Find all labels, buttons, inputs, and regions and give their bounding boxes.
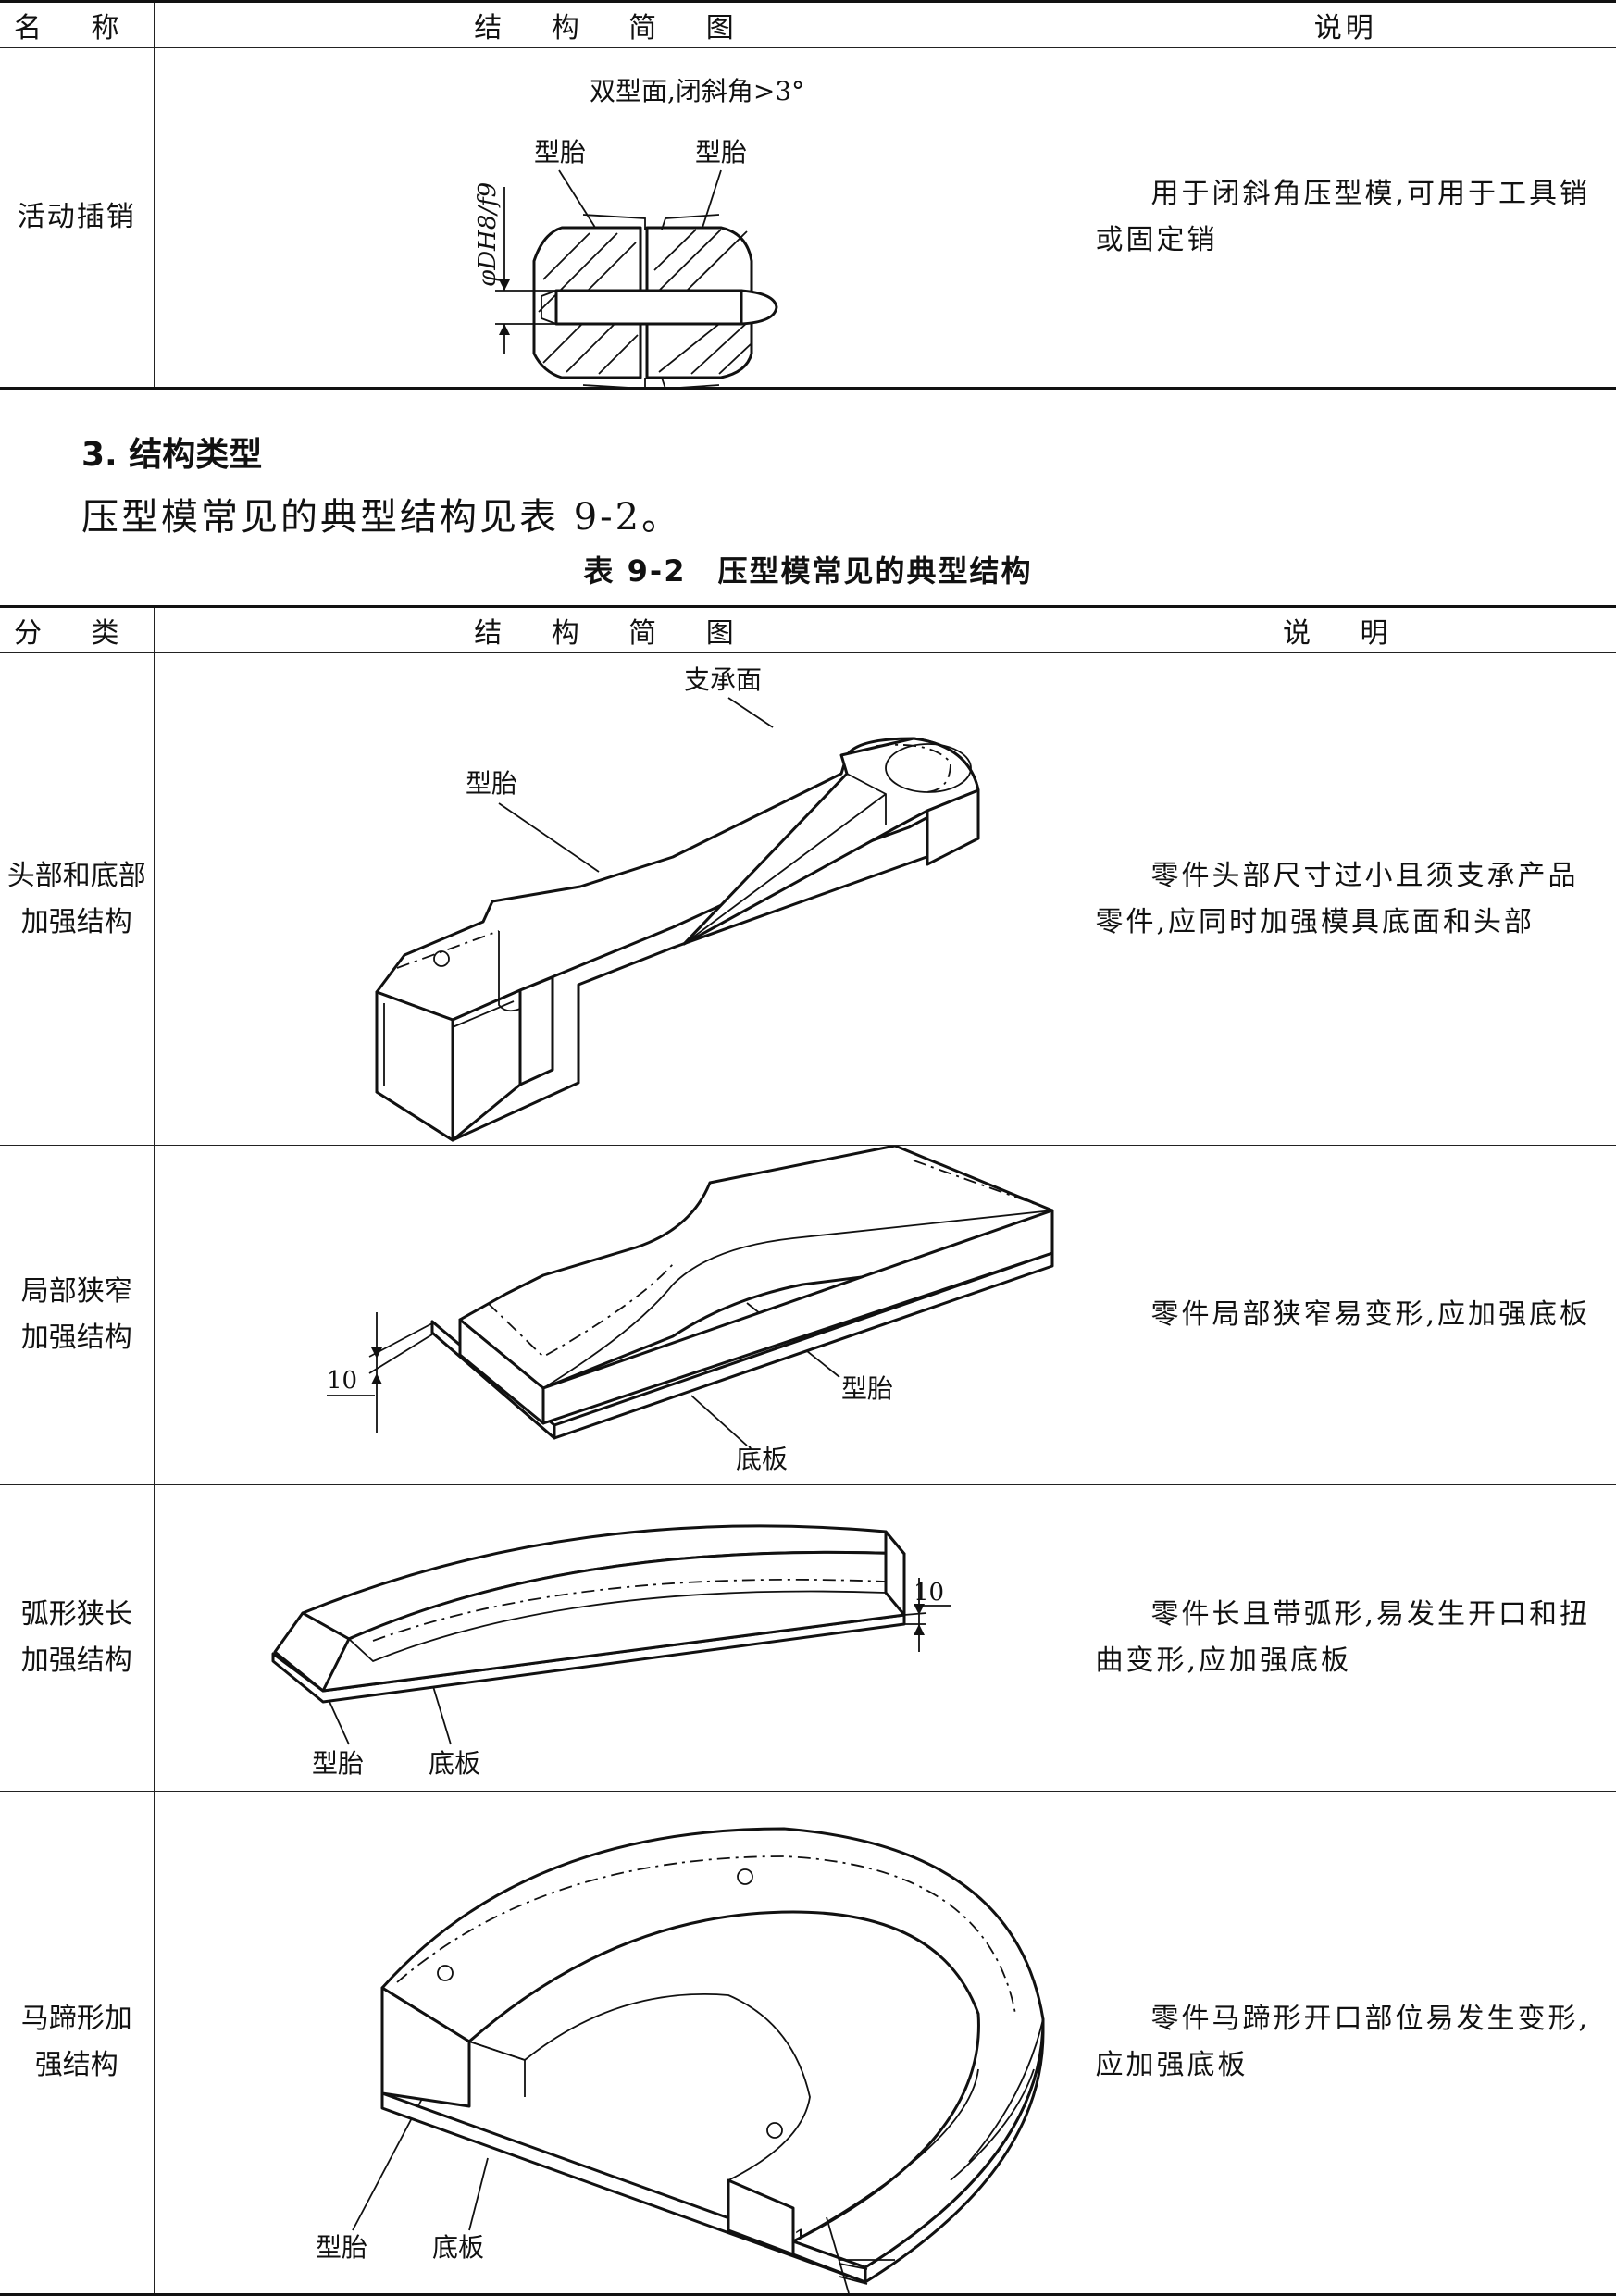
table-1-header: 名 称 结 构 简 图 说明 [0,1,1616,48]
label-mold-die: 型胎 [841,1373,893,1404]
figure-title: 双型面,闭斜角>3° [590,76,804,106]
header-description: 说明 [1074,1,1616,48]
figure-cell: 型胎 底板 10 [153,1791,1075,2295]
table-row: 局部狭窄 加强结构 10 型胎 底板 [0,1145,1616,1485]
table-2-caption: 表 9-2 压型模常见的典型结构 [583,553,1033,589]
header-name: 名 称 [0,1,155,48]
label-mold-die: 型胎 [316,2232,367,2263]
header-figure: 结 构 简 图 [153,606,1075,653]
row-name: 活动插销 [0,47,155,389]
table-row: 弧形狭长 加强结构 10 型胎 底板 [0,1484,1616,1792]
movable-pin-drawing: 双型面,闭斜角>3° 型胎 型胎 [474,76,804,387]
figure-cell: 支承面 型胎 [153,652,1075,1146]
figure-cell: 双型面,闭斜角>3° 型胎 型胎 [153,47,1075,389]
label-base-plate: 底板 [429,1748,480,1779]
table-row: 活动插销 双型面,闭斜角>3° 型胎 型胎 [0,47,1616,389]
dimension-label: φDH8/f9 [474,182,502,287]
section-heading: 3. 结构类型 [81,436,263,474]
row-name: 局部狭窄 加强结构 [0,1145,155,1485]
row-name: 弧形狭长 加强结构 [0,1484,155,1792]
row-name: 马蹄形加 强结构 [0,1791,155,2295]
table-1: 名 称 结 构 简 图 说明 活动插销 双型面,闭斜角>3° 型胎 型胎 [0,0,1616,390]
row-description: 零件马蹄形开口部位易发生变形,应加强底板 [1074,1791,1616,2295]
header-figure: 结 构 简 图 [153,1,1075,48]
label-mold-die: 型胎 [466,768,517,799]
header-category: 分 类 [0,606,155,653]
arc-long-reinforced-drawing: 10 型胎 底板 [271,1524,951,1779]
row-description: 零件长且带弧形,易发生开口和扭曲变形,应加强底板 [1074,1484,1616,1792]
figure-cell: 10 型胎 底板 [153,1145,1075,1485]
row-description: 零件局部狭窄易变形,应加强底板 [1074,1145,1616,1485]
head-bottom-reinforced-drawing: 支承面 型胎 [375,664,979,1142]
label-support-surface: 支承面 [684,664,762,695]
horseshoe-reinforced-drawing: 型胎 底板 10 [316,1827,1044,2293]
section-text: 压型模常见的典型结构见表 9-2。 [81,496,682,539]
label-base-plate: 底板 [432,2232,484,2263]
label-mold-die: 型胎 [312,1748,364,1779]
row-description: 零件头部尺寸过小且须支承产品零件,应同时加强模具底面和头部 [1074,652,1616,1146]
dimension-10: 10 [327,1367,357,1395]
label-right: 型胎 [695,137,747,168]
local-narrow-reinforced-drawing: 10 型胎 底板 [326,1146,1053,1474]
table-row: 头部和底部 加强结构 支承面 型胎 [0,652,1616,1146]
dimension-10: 10 [914,1579,944,1607]
label-base-plate: 底板 [736,1444,788,1474]
header-description: 说 明 [1074,606,1616,653]
figure-cell: 10 型胎 底板 [153,1484,1075,1792]
table-2: 分 类 结 构 简 图 说 明 头部和底部 加强结构 支承面 型胎 [0,605,1616,2296]
table-2-header: 分 类 结 构 简 图 说 明 [0,606,1616,653]
row-description: 用于闭斜角压型模,可用于工具销或固定销 [1074,47,1616,389]
row-name: 头部和底部 加强结构 [0,652,155,1146]
label-left: 型胎 [534,137,586,168]
table-row: 马蹄形加 强结构 型胎 底板 10 [0,1791,1616,2295]
